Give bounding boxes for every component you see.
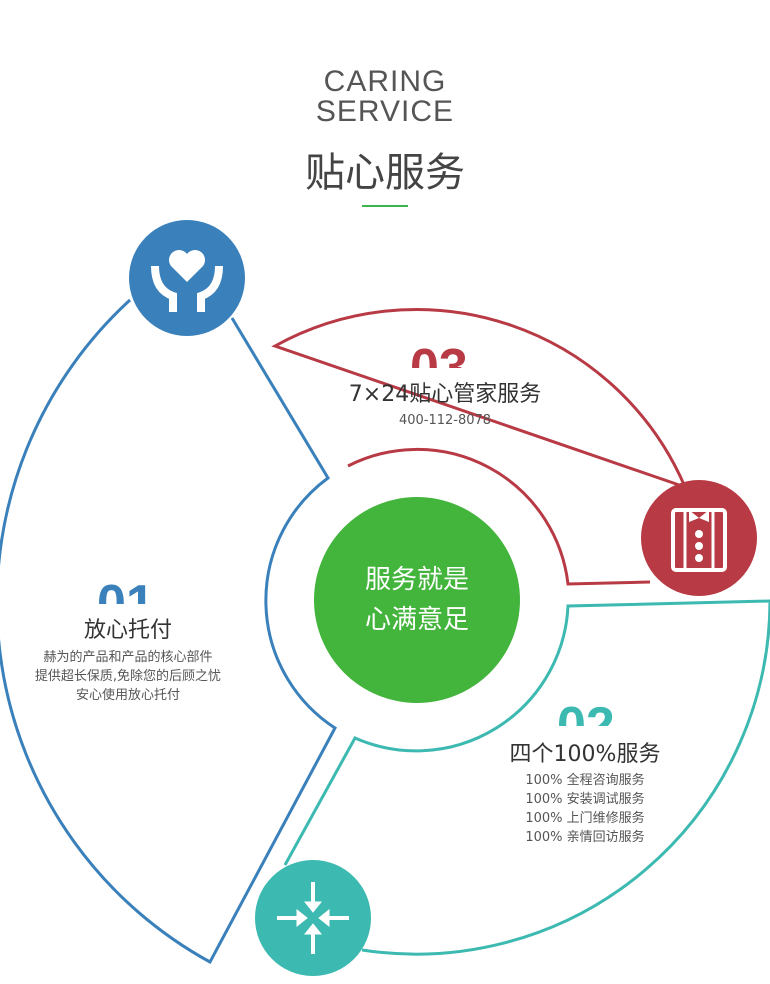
item-02-title: 四个100%服务 — [509, 742, 661, 767]
heart-hands-icon — [129, 220, 245, 336]
desc-line: 100% 上门维修服务 — [525, 811, 645, 826]
desc-line: 赫为的产品和产品的核心部件 — [43, 650, 213, 665]
heading-en-1: CARING — [323, 65, 447, 98]
center-circle: 服务就是 心满意足 — [314, 497, 520, 703]
item-01-desc: 赫为的产品和产品的核心部件 提供超长保质,免除您的后顾之忧 安心使用放心托付 — [10, 648, 246, 705]
desc-line: 提供超长保质,免除您的后顾之忧 — [34, 669, 222, 684]
item-03-number: 03 — [410, 339, 468, 368]
segment-03 — [271, 308, 688, 586]
item-01-number: 01 — [97, 575, 155, 604]
item-02-desc: 100% 全程咨询服务 100% 安装调试服务 100% 上门维修服务 100%… — [500, 771, 670, 847]
title-underline — [362, 205, 408, 207]
item-03-title: 7×24贴心管家服务 — [348, 382, 542, 407]
desc-line: 安心使用放心托付 — [75, 688, 180, 703]
center-line-2: 心满意足 — [364, 605, 469, 635]
page-title: 贴心服务 — [305, 150, 465, 196]
segment-02 — [283, 599, 770, 956]
segment-01 — [0, 298, 337, 965]
item-02-number: 02 — [557, 697, 615, 726]
heading-en-2: SERVICE — [315, 95, 455, 128]
desc-line: 100% 亲情回访服务 — [525, 830, 645, 845]
item-03-phone: 400-112-8078 — [398, 413, 492, 428]
desc-line: 100% 安装调试服务 — [525, 792, 645, 807]
desc-line: 100% 全程咨询服务 — [525, 773, 645, 788]
butler-suit-icon — [641, 480, 757, 596]
arrows-inward-icon — [255, 860, 371, 976]
center-line-1: 服务就是 — [364, 565, 469, 595]
item-01-title: 放心托付 — [83, 618, 172, 643]
